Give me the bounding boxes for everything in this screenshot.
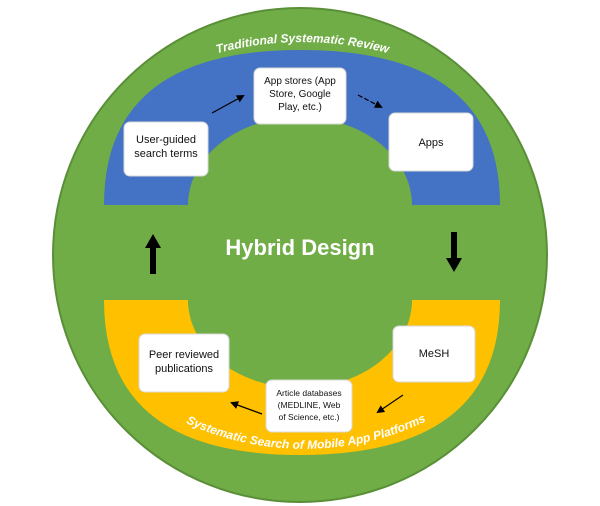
- box-peer-reviewed-publications: Peer reviewed publications: [138, 333, 230, 393]
- box-user-guided-search-terms: User-guided search terms: [123, 121, 209, 177]
- box-apps: Apps: [388, 112, 474, 172]
- box-apps-label: Apps: [418, 137, 444, 149]
- box-user-guided-line-2: search terms: [134, 148, 198, 160]
- inner-circle: [188, 162, 412, 342]
- box-app-stores-line-1: App stores (App: [264, 76, 336, 87]
- box-peer-reviewed-line-1: Peer reviewed: [149, 349, 219, 361]
- arrow-up-large: [145, 234, 161, 274]
- box-app-stores-line-2: Store, Google: [269, 89, 331, 100]
- box-article-databases-line-1: Article databases: [276, 388, 341, 398]
- arrow-mesh-to-article-databases: [376, 394, 404, 414]
- arrow-search-terms-to-app-stores: [211, 95, 245, 114]
- box-app-stores-line-3: Play, etc.): [278, 102, 322, 113]
- box-user-guided-line-1: User-guided: [136, 134, 196, 146]
- box-article-databases-line-3: of Science, etc.): [279, 412, 340, 422]
- arrow-article-databases-to-peer-reviewed: [230, 401, 263, 415]
- box-mesh: MeSH: [392, 325, 476, 383]
- box-article-databases-line-2: (MEDLINE, Web: [278, 400, 341, 410]
- center-title: Hybrid Design: [225, 235, 374, 260]
- arrow-down-large: [446, 232, 462, 272]
- box-peer-reviewed-line-2: publications: [155, 363, 214, 375]
- box-app-stores: App stores (App Store, Google Play, etc.…: [253, 67, 347, 125]
- arrow-app-stores-to-apps: [357, 94, 383, 108]
- box-mesh-label: MeSH: [419, 348, 450, 360]
- box-article-databases: Article databases (MEDLINE, Web of Scien…: [265, 379, 353, 433]
